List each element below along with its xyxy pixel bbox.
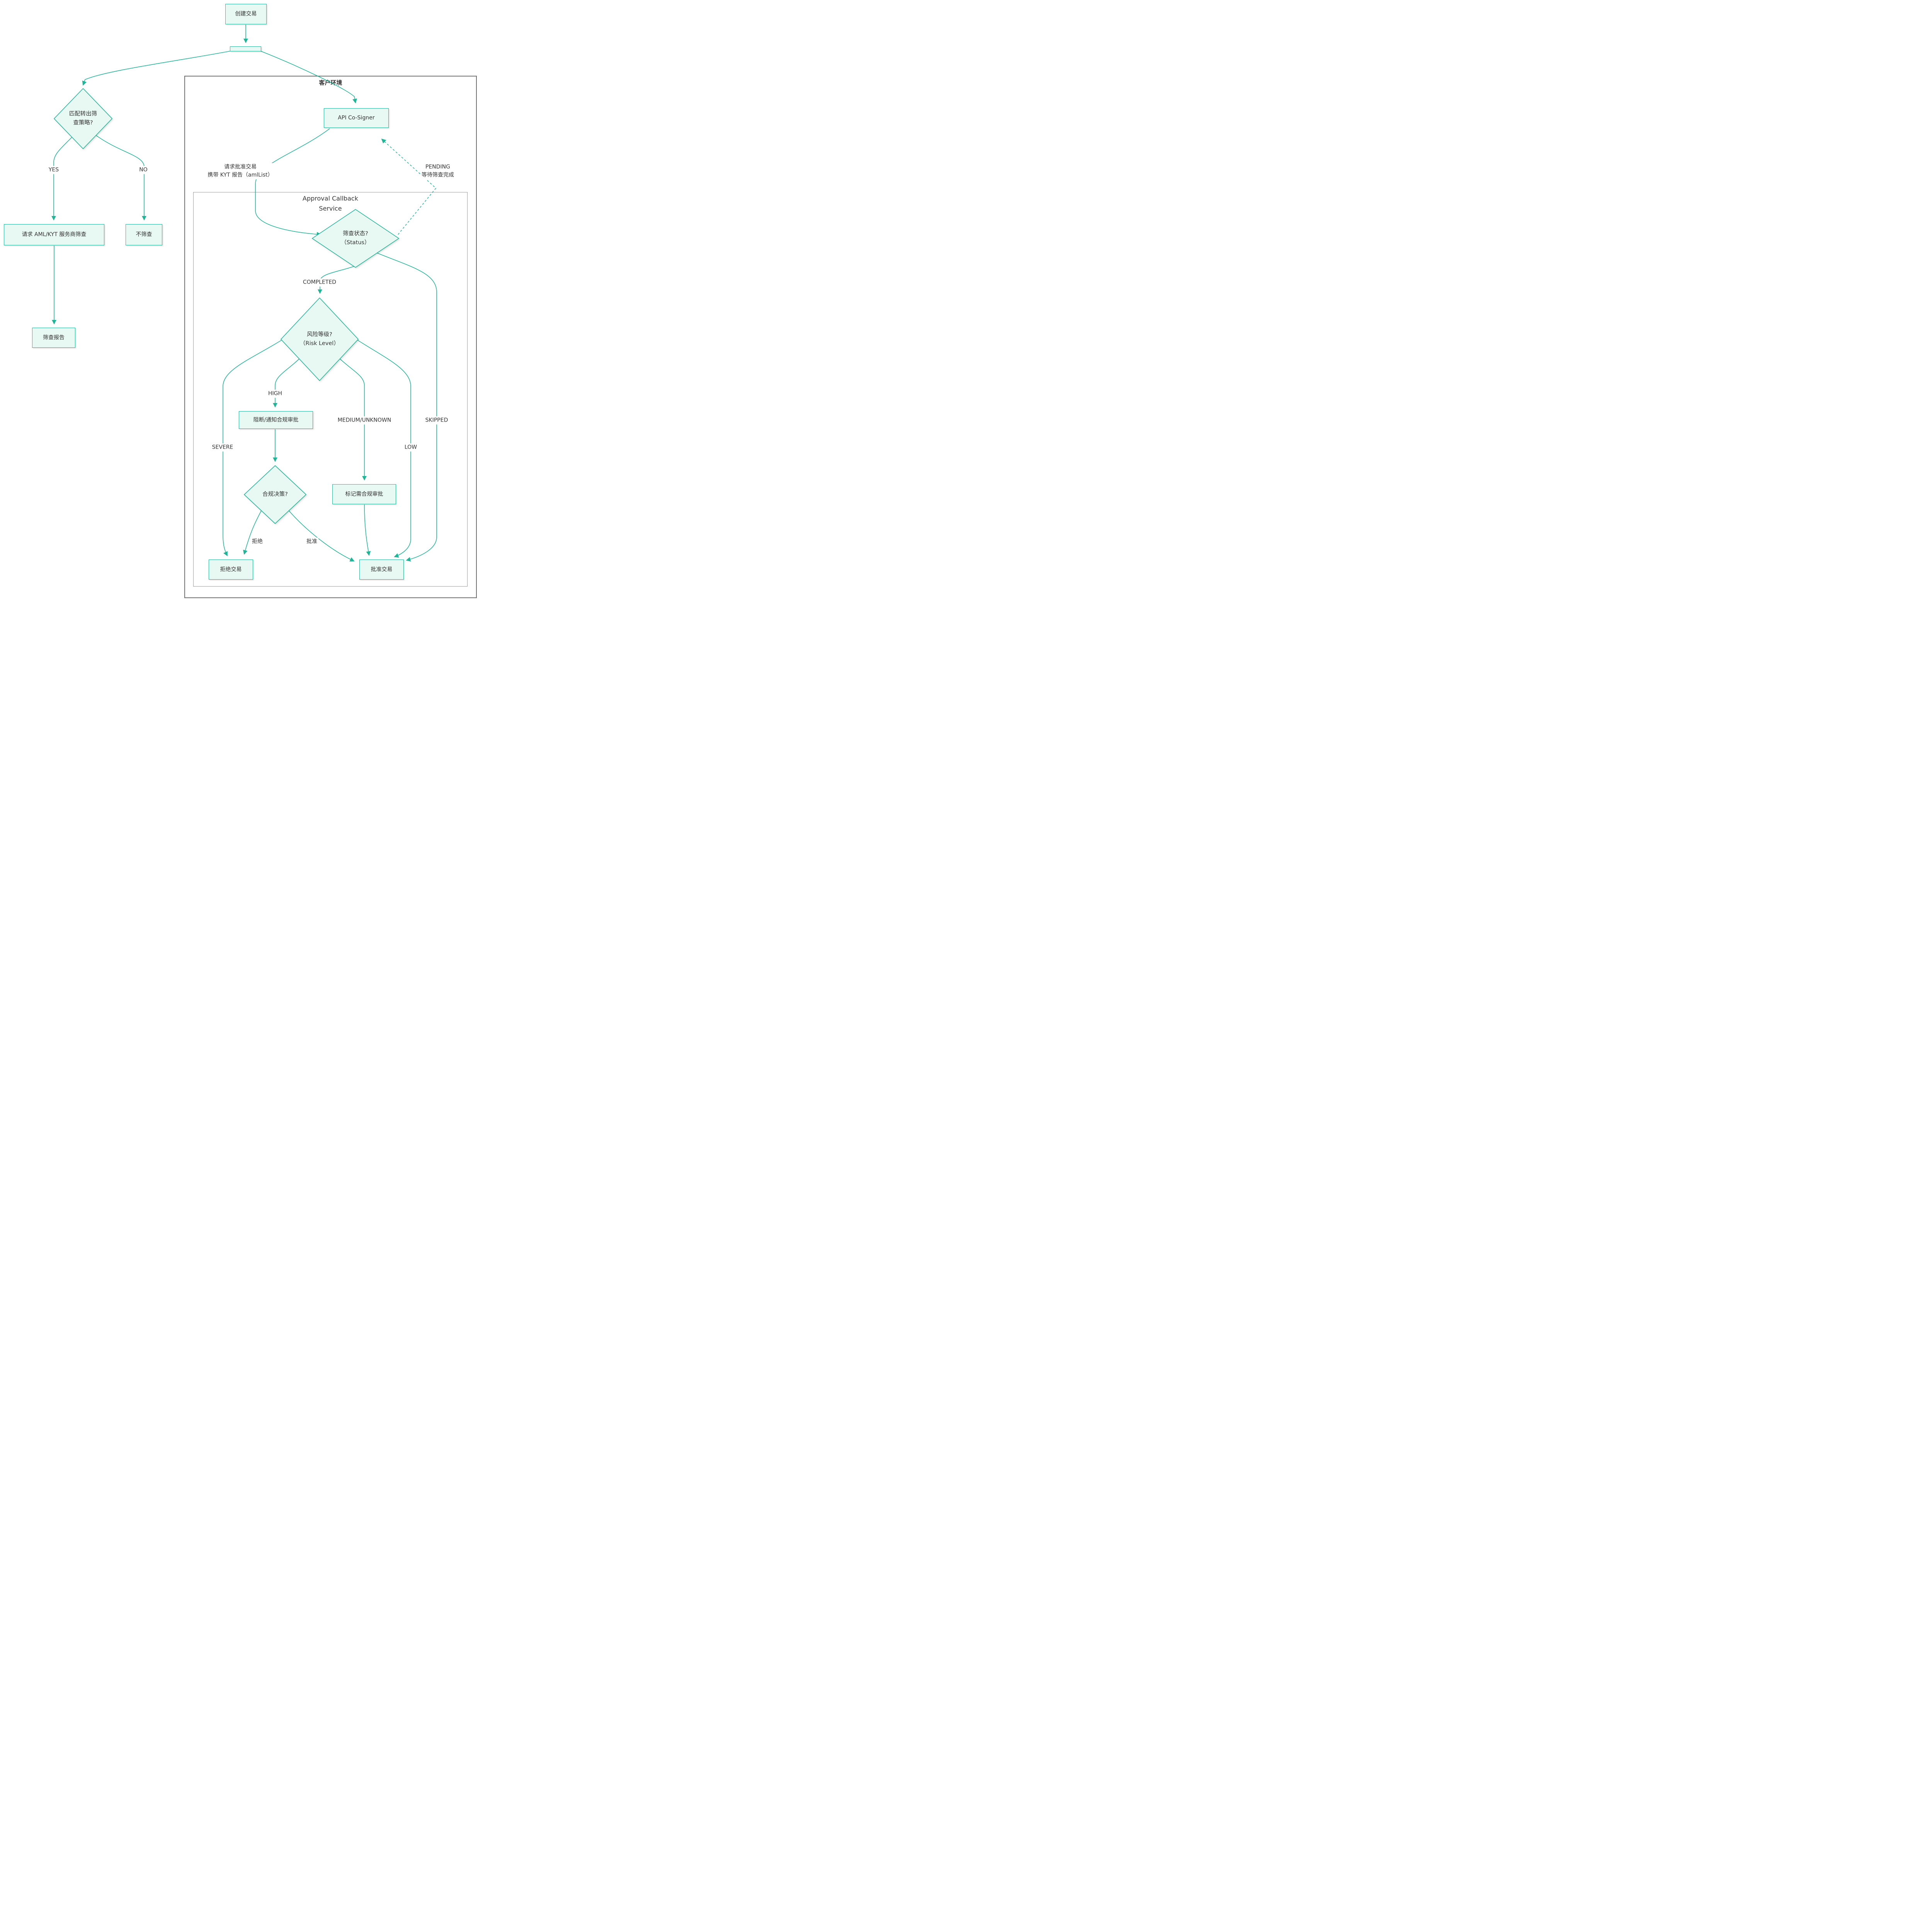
edge-label-completed: COMPLETED: [301, 278, 338, 287]
edge-label-no: NO: [138, 166, 149, 174]
edge-mark-to-approve: [364, 504, 371, 556]
edge-label-reject: 拒绝: [251, 537, 264, 546]
edge-decision-reject: [243, 510, 262, 555]
edge-status-skipped-to-approve: [376, 252, 437, 562]
node-screening-report: 筛查报告: [32, 328, 75, 348]
container-approval-callback-service: [193, 192, 468, 587]
edge-label-medium-unknown: MEDIUM/UNKNOWN: [336, 416, 393, 425]
decision-screening-status-shape: [311, 209, 400, 268]
edge-risk-high-to-block: [273, 358, 300, 408]
node-mark-compliance-review: 标记需合规审批: [332, 484, 396, 504]
edge-api-to-status: [255, 128, 330, 237]
decision-match-policy-shape: [53, 88, 113, 150]
acs-label-line1: Approval Callback: [303, 195, 358, 202]
edge-label-approve: 批准: [305, 537, 318, 546]
edge-risk-medium-to-mark: [339, 358, 367, 481]
edge-label-high: HIGH: [267, 389, 284, 398]
edge-fork-to-api: [260, 51, 357, 104]
node-create-transaction: 创建交易: [225, 4, 267, 24]
node-block-notify-compliance: 阻断/通知合规审批: [239, 411, 313, 429]
flowchart-canvas: 客户环境 Approval Callback Service: [0, 0, 479, 599]
edge-label-request-approval: 请求批准交易 携带 KYT 报告（amlList）: [206, 163, 274, 179]
edge-status-pending-to-api: [381, 138, 437, 235]
pending-line1: PENDING: [425, 164, 450, 170]
edge-label-severe: SEVERE: [211, 443, 235, 452]
node-reject-transaction: 拒绝交易: [209, 560, 253, 580]
container-approval-callback-service-label: Approval Callback Service: [193, 194, 468, 214]
node-request-aml-kyt: 请求 AML/KYT 服务商筛查: [4, 224, 104, 245]
decision-compliance-shape: [243, 465, 307, 524]
container-customer-environment: [184, 76, 477, 598]
request-approval-line1: 请求批准交易: [224, 164, 257, 170]
edge-label-low: LOW: [403, 443, 418, 452]
edges-layer: [51, 25, 437, 562]
request-approval-line2: 携带 KYT 报告（amlList）: [207, 172, 273, 178]
fork-bar: [230, 46, 261, 51]
edge-fork-to-policy: [82, 51, 231, 86]
node-approve-transaction: 批准交易: [359, 560, 404, 580]
edge-decision-approve: [289, 510, 355, 562]
edge-risk-severe-to-reject: [223, 340, 282, 556]
edge-risk-low-to-approve: [357, 340, 411, 558]
edge-label-pending: PENDING 等待筛查完成: [420, 163, 455, 179]
pending-line2: 等待筛查完成: [422, 172, 454, 178]
decision-risk-level-shape: [280, 297, 359, 381]
edge-label-yes: YES: [47, 166, 60, 174]
edge-label-skipped: SKIPPED: [424, 416, 449, 425]
edge-policy-yes: [51, 137, 72, 221]
node-no-screening: 不筛查: [126, 224, 162, 245]
node-api-cosigner: API Co-Signer: [324, 108, 389, 128]
acs-label-line2: Service: [319, 205, 342, 213]
edge-policy-no: [95, 135, 146, 221]
